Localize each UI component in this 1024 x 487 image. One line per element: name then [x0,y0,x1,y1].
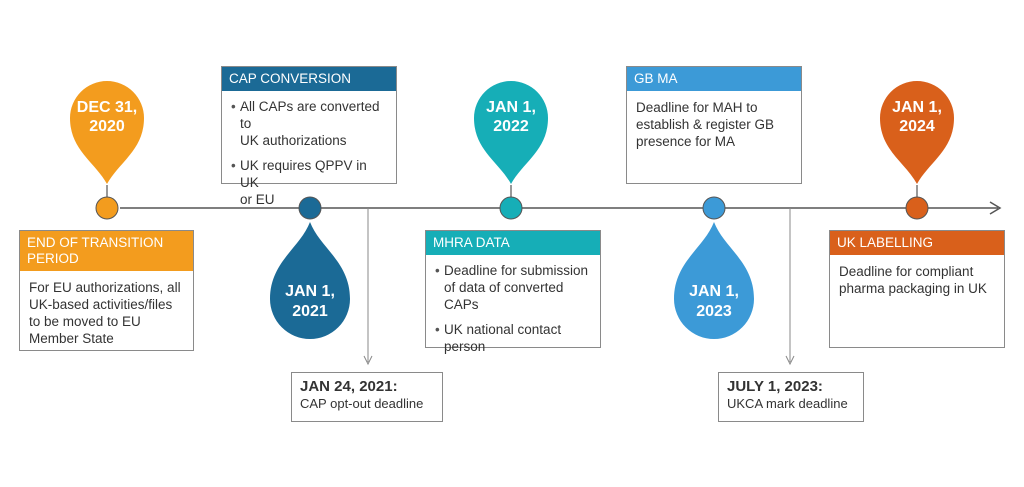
cap-item-2-line2: or EU [240,192,275,207]
pin-2024-line2: 2024 [899,118,935,135]
cap-optout-text: CAP opt-out deadline [300,396,424,411]
transition-title-line2: PERIOD [27,251,79,266]
gbma-body-line: establish & register GB [636,117,775,132]
pin-2022-line1: JAN 1, [486,99,536,116]
transition-body-line: Member State [29,331,114,346]
drop-2021-line1: JAN 1, [285,283,335,300]
transition-period-header: END OF TRANSITION PERIOD [20,231,193,271]
ukca-date: JULY 1, 2023: [727,378,823,395]
uk-labelling-box: UK LABELLING Deadline for compliant phar… [829,230,1005,348]
drop-2021: JAN 1, 2021 [270,222,350,339]
transition-period-box: END OF TRANSITION PERIOD For EU authoriz… [19,230,194,351]
mhra-data-box: MHRA DATA Deadline for submission of dat… [425,230,601,354]
transition-title-line1: END OF TRANSITION [27,235,164,250]
mhra-data-body: Deadline for submission of data of conve… [426,255,600,371]
drop-2023-line1: JAN 1, [689,283,739,300]
mhra-data-header: MHRA DATA [426,231,600,255]
cap-conversion-body: All CAPs are converted to UK authorizati… [222,91,396,224]
cap-conversion-box: CAP CONVERSION All CAPs are converted to… [221,66,397,207]
uk-labelling-body: Deadline for compliant pharma packaging … [830,255,1004,305]
axis-dot-2020 [95,196,119,220]
list-item: Deadline for submission of data of conve… [435,262,591,313]
ukca-text: UKCA mark deadline [727,396,848,411]
list-item: UK national contact person [435,321,591,355]
list-item: UK requires QPPV in UK or EU [231,157,387,208]
cap-item-2-line1: UK requires QPPV in UK [240,158,367,190]
drop-2023: JAN 1, 2023 [674,222,754,339]
labelling-body-line: pharma packaging in UK [839,281,987,296]
pin-2020-line1: DEC 31, [77,99,137,116]
transition-body-line: For EU authorizations, all [29,280,181,295]
ukca-note: JULY 1, 2023: UKCA mark deadline [718,372,864,422]
axis-dot-2023 [702,196,726,220]
cap-optout-date: JAN 24, 2021: [300,378,398,395]
mhra-item-1-line2: of data of converted CAPs [444,280,564,312]
uk-labelling-header: UK LABELLING [830,231,1004,255]
axis-dot-2022 [499,196,523,220]
mhra-item-2-line1: UK national contact [444,322,562,337]
optout-arrowhead [363,355,373,366]
pin-2022: JAN 1, 2022 [474,81,548,184]
drop-2021-line2: 2021 [292,303,328,320]
pin-2020-line2: 2020 [89,118,125,135]
labelling-body-line: Deadline for compliant [839,264,974,279]
ukca-arrowhead [785,355,795,366]
gb-ma-box: GB MA Deadline for MAH to establish & re… [626,66,802,184]
mhra-item-2-line2: person [444,339,486,354]
gb-ma-body: Deadline for MAH to establish & register… [627,91,801,158]
pin-2024: JAN 1, 2024 [880,81,954,184]
gb-ma-header: GB MA [627,67,801,91]
cap-optout-note: JAN 24, 2021: CAP opt-out deadline [291,372,443,422]
gbma-body-line: presence for MA [636,134,736,149]
pin-2024-line1: JAN 1, [892,99,942,116]
pin-2022-line2: 2022 [493,118,529,135]
timeline-arrowhead [989,201,1002,215]
mhra-item-1-line1: Deadline for submission [444,263,589,278]
gbma-body-line: Deadline for MAH to [636,100,758,115]
cap-item-1-line1: All CAPs are converted to [240,99,380,131]
cap-conversion-header: CAP CONVERSION [222,67,396,91]
cap-item-1-line2: UK authorizations [240,133,347,148]
drop-2023-line2: 2023 [696,303,732,320]
transition-body-line: to be moved to EU [29,314,141,329]
axis-dot-2024 [905,196,929,220]
pin-2020: DEC 31, 2020 [70,81,144,184]
list-item: All CAPs are converted to UK authorizati… [231,98,387,149]
transition-period-body: For EU authorizations, all UK-based acti… [20,271,193,355]
transition-body-line: UK-based activities/files [29,297,173,312]
